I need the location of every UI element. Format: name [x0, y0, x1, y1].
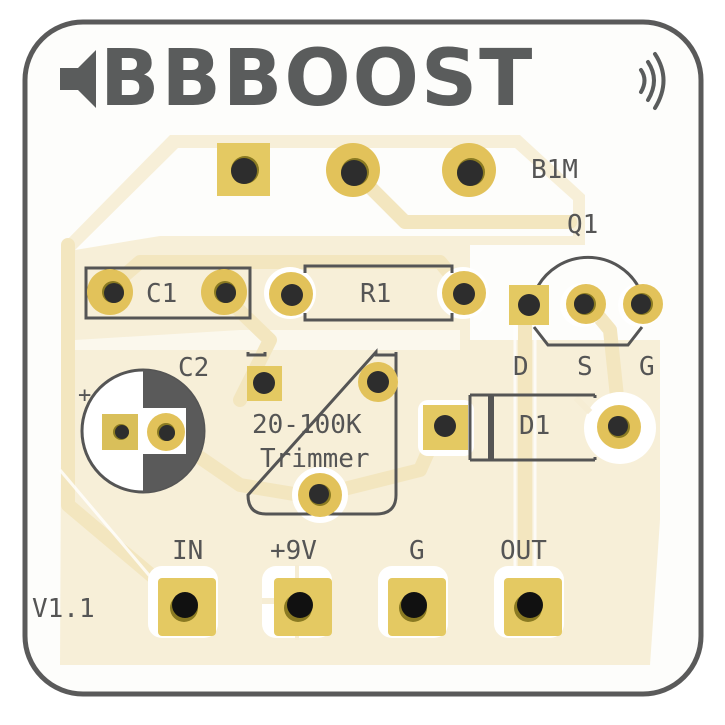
silkscreen: [84, 255, 644, 516]
trimmer-outline: [246, 348, 398, 516]
q1-flat: [532, 326, 644, 347]
c2-ref-label: C2: [178, 353, 210, 383]
version-label: V1.1: [32, 594, 95, 624]
pot-ref-label: B1M: [531, 155, 578, 185]
sound-waves-icon: [639, 52, 666, 110]
c1-outline: [84, 266, 252, 320]
connector-in-label: IN: [172, 536, 204, 566]
r1-ref-label: R1: [360, 279, 392, 309]
board-title: BBBOOST: [100, 34, 535, 124]
q1-pin-d-label: D: [513, 352, 529, 382]
q1-arc: [536, 255, 640, 287]
transistor-ref-label: Q1: [567, 210, 599, 240]
pads: [87, 143, 663, 636]
trimmer-name-label: Trimmer: [260, 444, 370, 474]
connector-g-label: G: [409, 536, 425, 566]
connector-9v-label: +9V: [270, 536, 317, 566]
trimmer-value-label: 20-100K: [252, 410, 362, 440]
connector-out-label: OUT: [500, 536, 547, 566]
c2-capacitor: [80, 368, 206, 494]
d1-ref-label: D1: [519, 411, 551, 441]
speaker-icon: [60, 50, 96, 108]
q1-pin-g-label: G: [639, 352, 655, 382]
c1-ref-label: C1: [146, 279, 178, 309]
q1-pin-s-label: S: [577, 352, 593, 382]
c2-polarity-label: +: [78, 383, 92, 408]
d1-cathode-band: [488, 396, 494, 460]
d1-outline: [468, 393, 597, 462]
